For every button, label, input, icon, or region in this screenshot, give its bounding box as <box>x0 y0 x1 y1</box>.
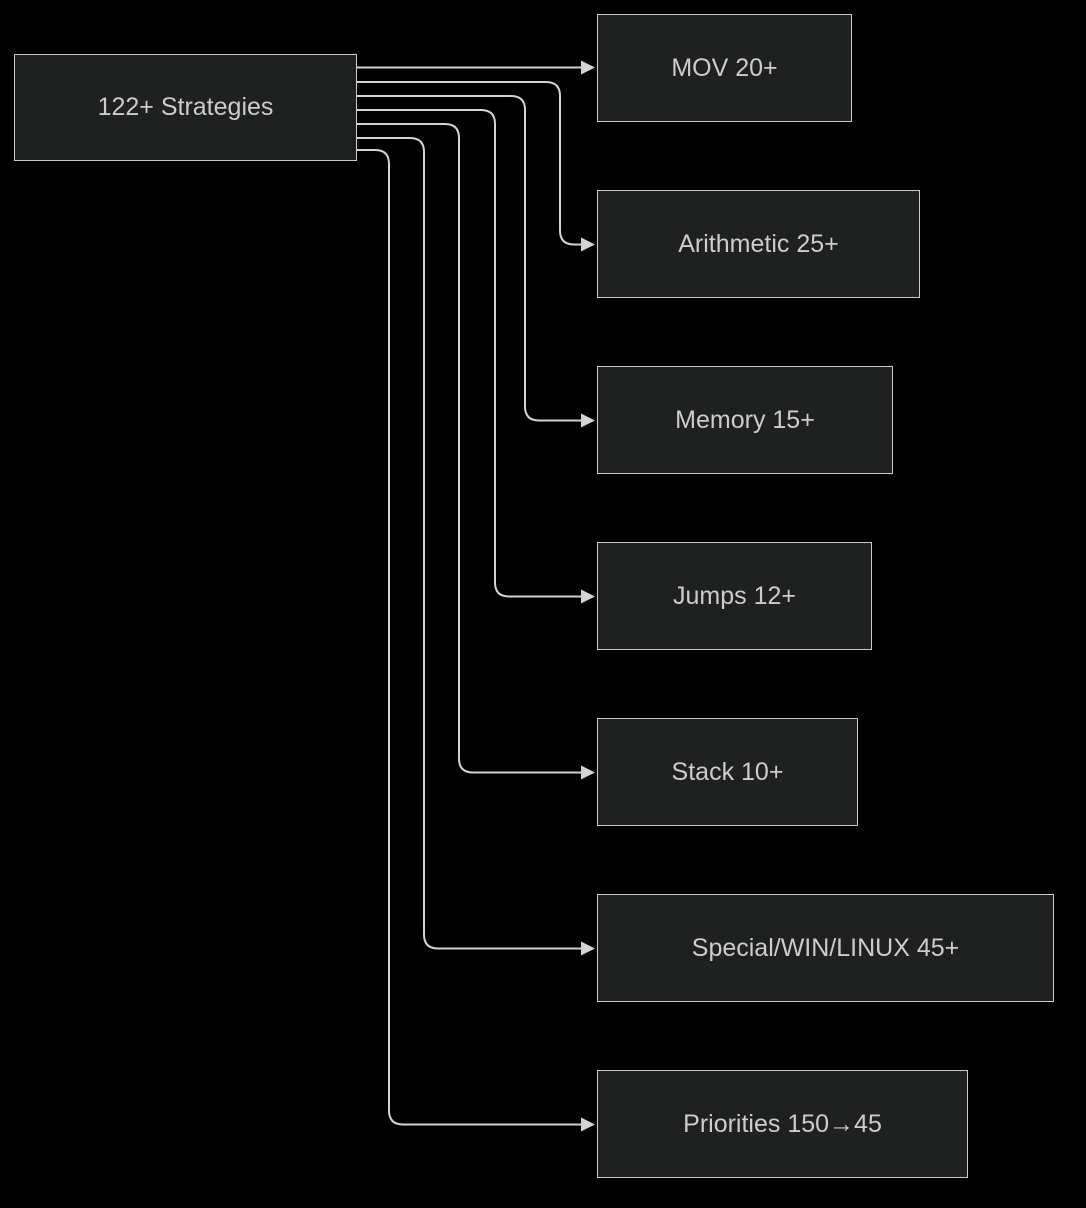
node-mov: MOV 20+ <box>597 14 852 122</box>
edge-strategies-to-arithmetic <box>357 81 595 252</box>
node-arithmetic-label: Arithmetic 25+ <box>678 229 839 258</box>
node-memory-label: Memory 15+ <box>675 405 815 434</box>
node-priorities-label: Priorities 150→45 <box>683 1109 882 1138</box>
node-jumps: Jumps 12+ <box>597 542 872 650</box>
node-special-label: Special/WIN/LINUX 45+ <box>691 933 960 962</box>
node-stack-label: Stack 10+ <box>671 757 784 786</box>
node-strategies-label: 122+ Strategies <box>97 93 274 121</box>
edge-strategies-to-special <box>357 137 595 956</box>
node-mov-label: MOV 20+ <box>671 53 778 82</box>
node-special: Special/WIN/LINUX 45+ <box>597 894 1054 1002</box>
edge-strategies-to-memory <box>357 95 595 428</box>
node-priorities: Priorities 150→45 <box>597 1070 968 1178</box>
node-strategies: 122+ Strategies <box>14 54 357 161</box>
node-stack: Stack 10+ <box>597 718 858 826</box>
node-memory: Memory 15+ <box>597 366 893 474</box>
edge-strategies-to-jumps <box>357 109 595 604</box>
node-jumps-label: Jumps 12+ <box>673 581 796 610</box>
edge-strategies-to-stack <box>357 123 595 780</box>
node-arithmetic: Arithmetic 25+ <box>597 190 920 298</box>
edge-strategies-to-priorities <box>357 149 595 1132</box>
